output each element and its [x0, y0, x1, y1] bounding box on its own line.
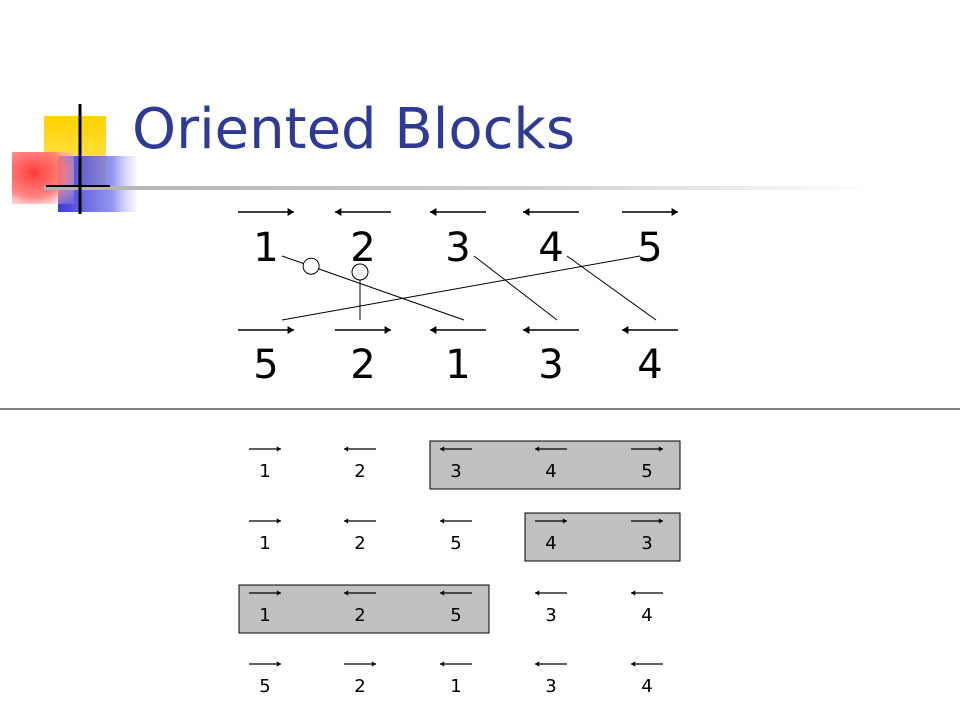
- top-label-2: 2: [350, 225, 375, 271]
- top-label-4: 4: [538, 225, 563, 271]
- step-4-arrow-2-head: [371, 661, 376, 667]
- top-arrow-3-head: [430, 208, 437, 216]
- step-2-arrow-3-head: [440, 518, 445, 524]
- step-1-arrow-4-head: [535, 446, 540, 452]
- deco-red-square: [12, 152, 74, 204]
- bottom-arrow-5-head: [622, 326, 629, 334]
- step-2-arrow-4-head: [562, 518, 567, 524]
- bottom-arrow-1-head: [287, 326, 294, 334]
- bottom-arrow-2-head: [384, 326, 391, 334]
- step-3-arrow-4-head: [535, 590, 540, 596]
- top-arrow-2-head: [335, 208, 342, 216]
- step-3-arrow-1-head: [276, 590, 281, 596]
- step-4-label-1: 1: [450, 676, 461, 697]
- step-4-arrow-4-head: [535, 661, 540, 667]
- bottom-label-1: 1: [445, 342, 470, 388]
- step-2-label-5: 5: [450, 533, 461, 554]
- step-3-label-4: 4: [641, 605, 652, 626]
- step-4-label-2: 2: [354, 676, 365, 697]
- step-1-label-3: 3: [450, 461, 461, 482]
- step-3-label-2: 2: [354, 605, 365, 626]
- step-4-label-5: 5: [259, 676, 270, 697]
- bottom-arrow-4-head: [523, 326, 530, 334]
- top-label-5: 5: [637, 225, 662, 271]
- top-arrow-1-head: [287, 208, 294, 216]
- step-1-arrow-5-head: [658, 446, 663, 452]
- step-1-label-2: 2: [354, 461, 365, 482]
- step-2-label-1: 1: [259, 533, 270, 554]
- step-1-label-4: 4: [545, 461, 556, 482]
- step-1-arrow-1-head: [276, 446, 281, 452]
- top-arrow-4-head: [523, 208, 530, 216]
- connection-line-3: [473, 255, 558, 321]
- step-1-arrow-3-head: [440, 446, 445, 452]
- step-4-label-3: 3: [545, 676, 556, 697]
- connection-line-5: [281, 255, 641, 321]
- step-3-arrow-3-head: [440, 590, 445, 596]
- step-2-arrow-1-head: [276, 518, 281, 524]
- step-2-label-3: 3: [641, 533, 652, 554]
- top-label-1: 1: [253, 225, 278, 271]
- bottom-label-2: 2: [350, 342, 375, 388]
- connection-circle-marker-1: [302, 257, 320, 275]
- step-1-arrow-2-head: [344, 446, 349, 452]
- step-3-label-3: 3: [545, 605, 556, 626]
- step-4-arrow-1-head: [276, 661, 281, 667]
- step-3-arrow-5-head: [631, 590, 636, 596]
- step-2-label-2: 2: [354, 533, 365, 554]
- step-2-arrow-2-head: [344, 518, 349, 524]
- top-label-3: 3: [445, 225, 470, 271]
- step-2-label-4: 4: [545, 533, 556, 554]
- step-3-label-5: 5: [450, 605, 461, 626]
- step-1-label-5: 5: [641, 461, 652, 482]
- step-4-arrow-5-head: [631, 661, 636, 667]
- deco-horizontal-rule: [44, 186, 874, 190]
- step-4-arrow-3-head: [440, 661, 445, 667]
- connection-circle-marker-2: [351, 263, 369, 281]
- bottom-label-3: 3: [538, 342, 563, 388]
- step-2-arrow-5-head: [658, 518, 663, 524]
- step-4-label-4: 4: [641, 676, 652, 697]
- bottom-arrow-3-head: [430, 326, 437, 334]
- bottom-label-5: 5: [253, 342, 278, 388]
- top-arrow-5-head: [671, 208, 678, 216]
- slide-title: Oriented Blocks: [132, 97, 575, 162]
- step-1-label-1: 1: [259, 461, 270, 482]
- step-3-label-1: 1: [259, 605, 270, 626]
- step-3-arrow-2-head: [344, 590, 349, 596]
- bottom-label-4: 4: [637, 342, 662, 388]
